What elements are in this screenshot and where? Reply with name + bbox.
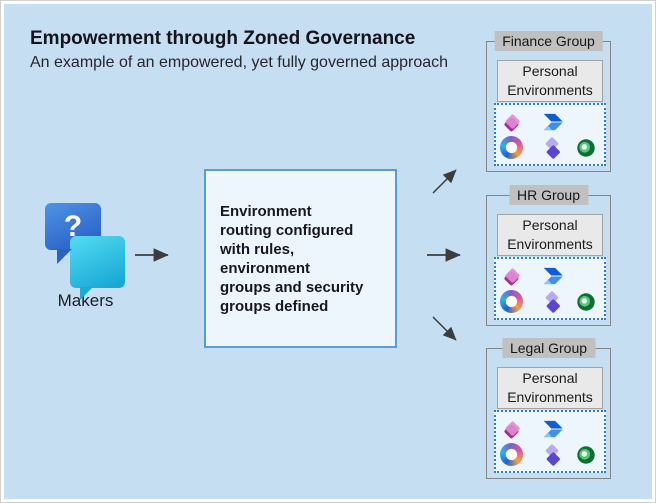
personal-environments-box: Personal Environments <box>497 60 603 102</box>
group-finance: Finance Group Personal Environments <box>486 31 611 172</box>
power-automate-icon <box>543 420 563 438</box>
power-apps-icon <box>504 114 520 132</box>
environments-icons-box <box>494 103 606 166</box>
environments-icons-box <box>494 410 606 473</box>
dynamics-365-icon <box>577 293 595 311</box>
environments-icons-box <box>494 257 606 320</box>
group-legal: Legal Group Personal Environments <box>486 338 611 479</box>
arrow-box-to-legal <box>432 316 457 341</box>
group-hr: HR Group Personal Environments <box>486 185 611 326</box>
power-pages-icon <box>545 444 560 466</box>
environment-routing-text: Environment routing configured with rule… <box>220 202 364 315</box>
personal-environments-box: Personal Environments <box>497 367 603 409</box>
page-title: Empowerment through Zoned Governance <box>30 28 416 49</box>
question-chat-bubble-tail <box>57 249 72 264</box>
dynamics-365-icon <box>577 139 595 157</box>
personal-environments-box: Personal Environments <box>497 214 603 256</box>
question-mark: ? <box>63 209 83 243</box>
power-pages-icon <box>545 137 560 159</box>
copilot-icon <box>500 290 523 313</box>
group-title: HR Group <box>508 185 589 205</box>
group-title: Legal Group <box>501 338 596 358</box>
environment-routing-box: Environment routing configured with rule… <box>204 169 397 348</box>
chat-bubble-icon <box>70 236 125 288</box>
power-automate-icon <box>543 267 563 285</box>
copilot-icon <box>500 136 523 159</box>
page-subtitle: An example of an empowered, yet fully go… <box>30 54 449 71</box>
arrow-box-to-finance <box>432 169 457 194</box>
chat-bubble-tail <box>80 287 93 300</box>
dynamics-365-icon <box>577 446 595 464</box>
group-title: Finance Group <box>494 31 603 51</box>
power-apps-icon <box>504 421 520 439</box>
power-pages-icon <box>545 291 560 313</box>
makers-label: Makers <box>57 291 114 310</box>
power-automate-icon <box>543 113 563 131</box>
copilot-icon <box>500 443 523 466</box>
power-apps-icon <box>504 268 520 286</box>
